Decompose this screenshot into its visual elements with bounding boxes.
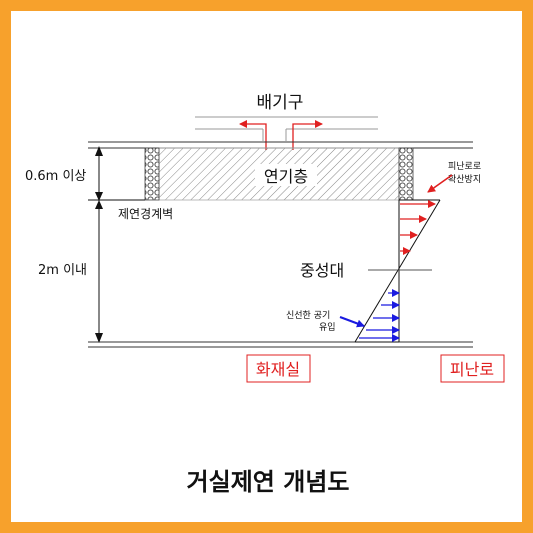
- height-bottom-label: 2m 이내: [38, 263, 87, 278]
- diffusion-arrow: [427, 174, 453, 193]
- pressure-profile: [354, 199, 441, 343]
- diffusion-label-line2: 확산방지: [448, 173, 481, 185]
- smoke-barrier-label: 제연경계벽: [118, 207, 173, 221]
- fresh-air-arrow: [339, 315, 365, 328]
- ceiling: [88, 141, 473, 149]
- diagram-title: 거실제연 개념도: [187, 468, 350, 496]
- floor: [88, 341, 473, 348]
- escape-route-label: 피난로: [450, 360, 494, 379]
- exhaust-arrows: [239, 120, 323, 150]
- exhaust-label: 배기구: [257, 93, 304, 113]
- fresh-air-label-line2: 유입: [319, 321, 336, 333]
- smoke-layer-label: 연기층: [264, 167, 308, 186]
- exhaust-duct: [195, 116, 378, 141]
- fire-room-label: 화재실: [256, 360, 300, 379]
- height-dimension: [88, 146, 145, 343]
- outflow-arrows: [400, 200, 436, 255]
- inflow-arrows: [359, 289, 400, 342]
- fire-room-box: [246, 354, 311, 383]
- diffusion-label-line1: 피난로로: [448, 161, 481, 172]
- neutral-zone-label: 중성대: [300, 261, 344, 280]
- smoke-barrier-left: [144, 147, 160, 201]
- smoke-barrier-right: [398, 147, 414, 201]
- fresh-air-label-line1: 신선한 공기: [286, 310, 330, 321]
- height-top-label: 0.6m 이상: [25, 169, 86, 184]
- smoke-label-bg: [255, 164, 317, 186]
- escape-route-box: [440, 354, 505, 383]
